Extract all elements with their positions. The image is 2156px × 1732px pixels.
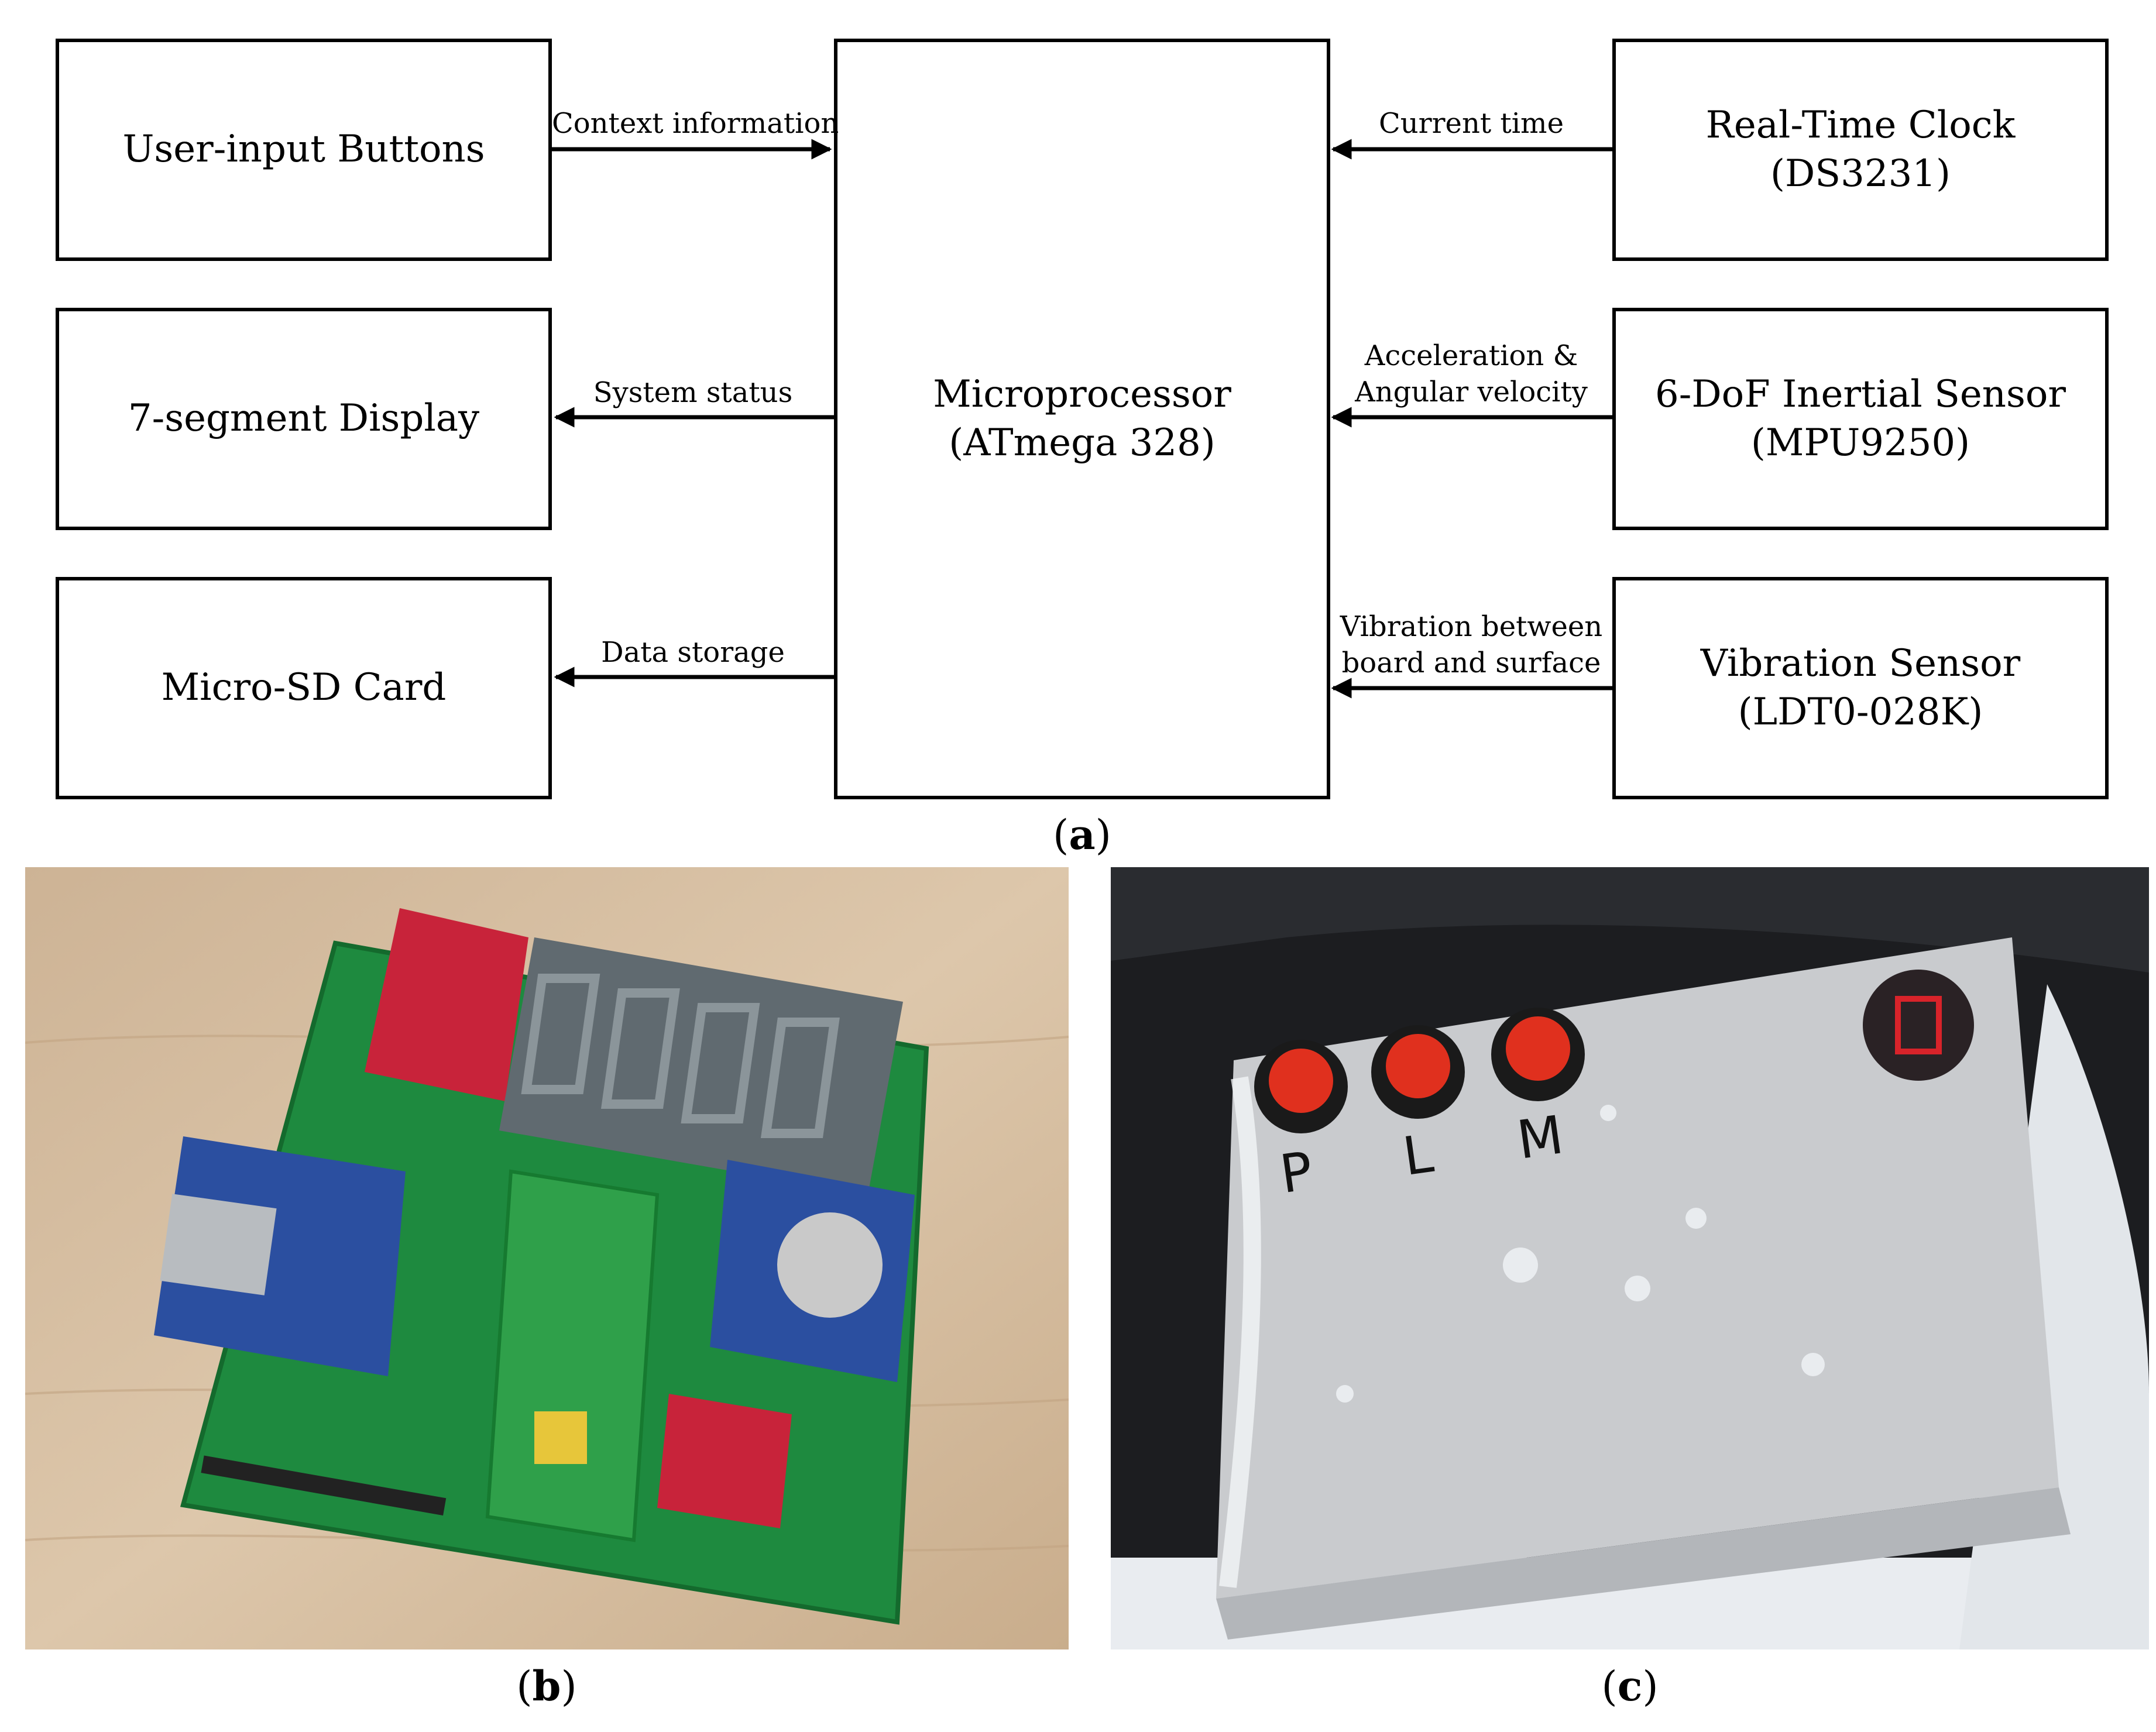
block-subtitle: (LDT0-028K) [1738, 690, 1983, 734]
button-label-m: M [1513, 1104, 1567, 1171]
user-input-buttons-block: User-input Buttons [56, 39, 552, 261]
photo-enclosure: P L M [1111, 867, 2149, 1649]
caption-b: (b) [516, 1662, 577, 1710]
connector-layer [552, 139, 1612, 699]
block-subtitle: (ATmega 328) [949, 421, 1216, 465]
block-title: 6-DoF Inertial Sensor [1655, 372, 2066, 416]
label-current-time: Current time [1379, 107, 1564, 140]
label-acceleration: Acceleration & [1364, 339, 1578, 372]
block-subtitle: (MPU9250) [1750, 421, 1970, 465]
enclosure-illustration [1111, 867, 2149, 1649]
block-label: 7-segment Display [128, 397, 480, 441]
photo-pcb [25, 867, 1069, 1649]
seven-segment-display-block: 7-segment Display [56, 308, 552, 530]
label-context-information: Context information [552, 107, 839, 140]
caption-c: (c) [1601, 1662, 1659, 1710]
block-label: User-input Buttons [122, 128, 485, 171]
block-title: Microprocessor [933, 372, 1231, 416]
enclosure-buttons [1254, 1008, 1585, 1133]
pcb-illustration [25, 867, 1069, 1649]
block-subtitle: (DS3231) [1770, 152, 1951, 195]
label-vibration-between: Vibration between [1340, 610, 1603, 643]
label-board-and-surface: board and surface [1341, 647, 1601, 679]
block-label: Micro-SD Card [161, 666, 447, 710]
block-title: Real-Time Clock [1705, 103, 2016, 147]
label-data-storage: Data storage [601, 636, 785, 669]
micro-sd-card-block: Micro-SD Card [56, 577, 552, 799]
block-title: Vibration Sensor [1700, 641, 2021, 685]
caption-a: (a) [1053, 810, 1111, 859]
vibration-sensor-block: Vibration Sensor (LDT0-028K) [1612, 577, 2109, 799]
real-time-clock-block: Real-Time Clock (DS3231) [1612, 39, 2109, 261]
label-system-status: System status [593, 376, 793, 409]
microprocessor-block: Microprocessor (ATmega 328) [834, 39, 1330, 799]
label-angular-velocity: Angular velocity [1355, 376, 1588, 408]
inertial-sensor-block: 6-DoF Inertial Sensor (MPU9250) [1612, 308, 2109, 530]
